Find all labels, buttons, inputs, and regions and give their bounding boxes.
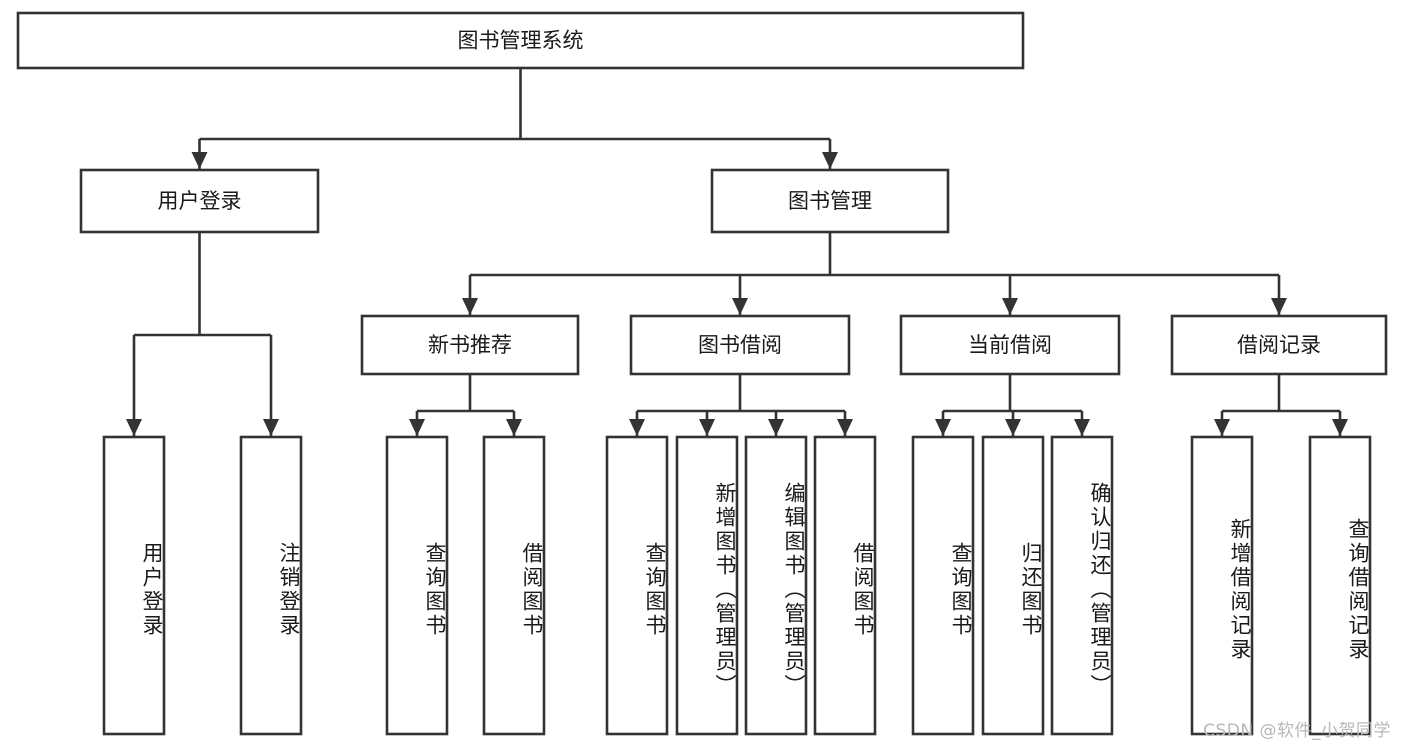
arrow-head-icon (629, 419, 645, 436)
node-level1-label-1: 图书管理 (788, 189, 872, 213)
node-level2-box-2[interactable] (899, 314, 1121, 376)
arrow-head-icon (1002, 298, 1018, 315)
arrow-head-icon (409, 419, 425, 436)
arrow-head-icon (699, 419, 715, 436)
connectors-layer (126, 68, 1348, 436)
node-leaf-box-8[interactable] (911, 435, 975, 736)
arrow-head-icon (506, 419, 522, 436)
arrow-head-icon (822, 152, 838, 169)
arrow-head-icon (126, 419, 142, 436)
arrow-head-icon (732, 298, 748, 315)
node-level2-label-1: 图书借阅 (698, 333, 782, 357)
arrow-head-icon (1271, 298, 1287, 315)
node-leaf-box-11[interactable] (1190, 435, 1254, 736)
arrow-head-icon (263, 419, 279, 436)
node-root-label: 图书管理系统 (458, 29, 584, 53)
arrow-head-icon (191, 152, 208, 169)
node-leaf-box-10[interactable] (1050, 435, 1114, 736)
node-level2-box-3[interactable] (1170, 314, 1388, 376)
arrow-head-icon (837, 419, 853, 436)
node-leaf-box-9[interactable] (981, 435, 1045, 736)
node-leaf-box-4[interactable] (605, 435, 669, 736)
node-level2-box-0[interactable] (360, 314, 580, 376)
node-level2-label-0: 新书推荐 (428, 333, 512, 357)
csdn-watermark: CSDN @软件_小贺同学 (1203, 721, 1391, 741)
arrow-head-icon (1214, 419, 1230, 436)
node-leaf-box-0[interactable] (102, 435, 166, 736)
node-level1-label-0: 用户登录 (158, 189, 242, 213)
node-level2-label-2: 当前借阅 (968, 333, 1052, 357)
arrow-head-icon (1332, 419, 1348, 436)
node-leaf-box-2[interactable] (385, 435, 449, 736)
node-level2-label-3: 借阅记录 (1237, 333, 1321, 357)
node-leaf-box-3[interactable] (482, 435, 546, 736)
arrow-head-icon (1005, 419, 1021, 436)
node-leaf-box-6[interactable] (744, 435, 808, 736)
node-level1-box-0[interactable] (79, 168, 320, 234)
arrow-head-icon (935, 419, 951, 436)
node-level1-box-1[interactable] (710, 168, 950, 234)
node-leaf-box-7[interactable] (813, 435, 877, 736)
node-root-box[interactable] (16, 11, 1025, 70)
arrow-head-icon (768, 419, 784, 436)
boxes-layer (16, 11, 1388, 736)
arrow-head-icon (462, 298, 478, 315)
node-leaf-box-5[interactable] (675, 435, 739, 736)
node-leaf-box-1[interactable] (239, 435, 303, 736)
node-level2-box-1[interactable] (629, 314, 851, 376)
node-leaf-box-12[interactable] (1308, 435, 1372, 736)
arrow-head-icon (1074, 419, 1090, 436)
